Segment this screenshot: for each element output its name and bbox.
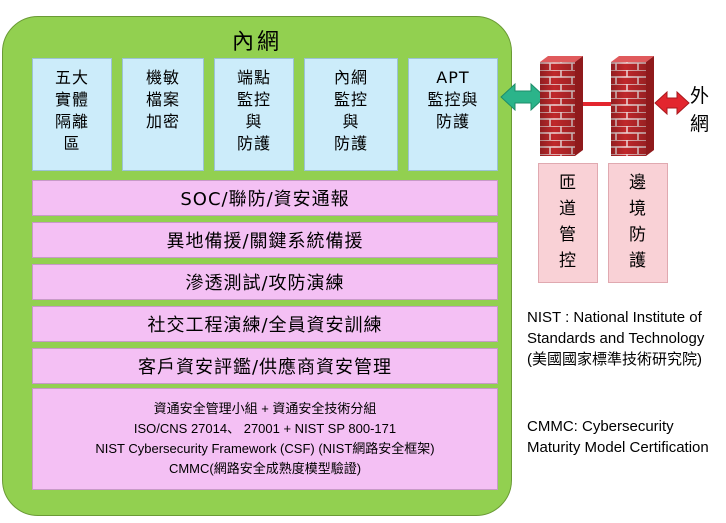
standards-line: ISO/CNS 27014、 27001 + NIST SP 800-171: [133, 421, 397, 436]
standards-box: 資通安全管理小組 + 資通安全技術分組 ISO/CNS 27014、 27001…: [32, 388, 498, 490]
cmmc-note: CMMC: Cybersecurity Maturity Model Certi…: [527, 418, 709, 456]
bar-vendor-management: 客戶資安評鑑/供應商資安管理: [32, 348, 498, 384]
ramp-wall: [540, 56, 583, 156]
module-intranet-monitoring: 內網 監控 與 防護: [304, 58, 398, 171]
bar-backup: 異地備援/關鍵系統備援: [32, 222, 498, 258]
nist-note: NIST : National Institute of Standards a…: [527, 309, 705, 368]
standards-line: CMMC(網路安全成熟度模型驗證): [168, 461, 362, 476]
intranet-title: 內網: [231, 30, 282, 55]
red-double-arrow: [654, 90, 690, 116]
border-defense-text: 邊 境 防 護: [629, 173, 647, 271]
module-apt-protection: APT 監控與 防護: [408, 58, 498, 171]
bar-social-engineering: 社交工程演練/全員資安訓練: [32, 306, 498, 342]
module-label: 五大 實體 隔離 區: [54, 68, 89, 153]
border-defense-label: 邊 境 防 護: [608, 163, 668, 283]
module-endpoint-protection: 端點 監控 與 防護: [214, 58, 294, 171]
border-wall: [611, 56, 654, 156]
bar-pentest: 滲透測試/攻防演練: [32, 264, 498, 300]
module-file-encryption: 機敏 檔案 加密: [122, 58, 204, 171]
wall-connector: [583, 102, 613, 106]
ramp-control-text: 匝 道 管 控: [559, 173, 577, 271]
standards-line: NIST Cybersecurity Framework (CSF) (NIST…: [95, 441, 435, 456]
module-label: 端點 監控 與 防護: [236, 68, 271, 153]
module-label: 內網 監控 與 防護: [333, 68, 368, 153]
standards-line: 資通安全管理小組 + 資通安全技術分組: [153, 401, 377, 416]
ramp-control-label: 匝 道 管 控: [538, 163, 598, 283]
module-physical-isolation: 五大 實體 隔離 區: [32, 58, 112, 171]
module-label: 機敏 檔案 加密: [145, 68, 180, 131]
module-label: APT 監控與 防護: [427, 68, 479, 131]
external-network-label: 外 網: [690, 85, 710, 135]
teal-double-arrow: [500, 82, 546, 112]
bar-soc: SOC/聯防/資安通報: [32, 180, 498, 216]
